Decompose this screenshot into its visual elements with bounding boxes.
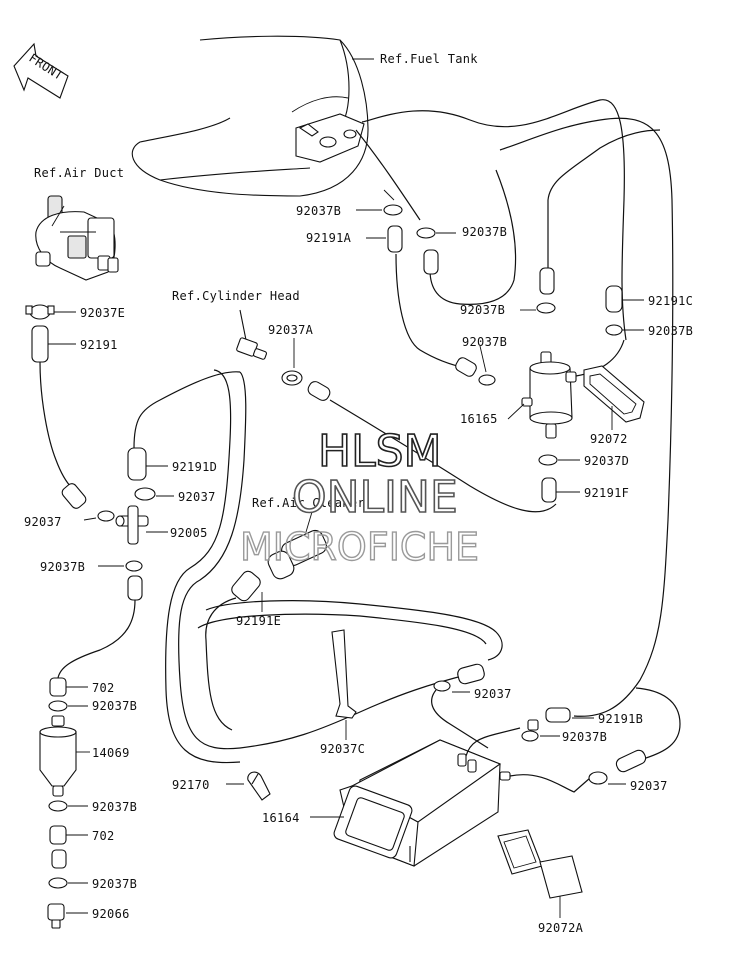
hose-92191f [541, 477, 557, 503]
clip-92170 [247, 771, 271, 801]
part-number-label: 92037B [462, 225, 507, 239]
hose-92191a [387, 225, 403, 253]
hose-92191e [231, 570, 261, 602]
part-number-label: 92037B [462, 335, 507, 349]
part-number-label: 92037B [460, 303, 505, 317]
part-number-label: 92191C [648, 294, 693, 308]
part-number-label: 14069 [92, 746, 130, 760]
part-number-label: 92191B [598, 712, 643, 726]
fitting-92066 [47, 903, 65, 929]
clip-92037-left [97, 510, 115, 522]
part-number-label: 92037 [178, 490, 216, 504]
watermark: HLSM ONLINE MICROFICHE [239, 425, 479, 570]
joint-702-lower [49, 825, 67, 845]
front-arrow-icon: FRONT [13, 42, 69, 99]
part-number-label: 92037E [80, 306, 125, 320]
clip-92037b-3 [536, 302, 556, 314]
ref-cylinder-head-label: Ref.Cylinder Head [172, 289, 300, 303]
part-number-label: 92037B [92, 877, 137, 891]
fuel-filter-16165 [521, 351, 577, 439]
watermark-line3: MICROFICHE [240, 525, 479, 569]
part-number-label: 92037B [40, 560, 85, 574]
air-cleaner-fitting [267, 529, 327, 580]
bracket-92037c [331, 629, 357, 719]
part-number-label: 16164 [262, 811, 300, 825]
part-number-label: 702 [92, 829, 115, 843]
part-number-label: 92191D [172, 460, 217, 474]
clip-92037a [281, 370, 303, 386]
clip-92037b-2 [416, 227, 436, 239]
part-number-label: 92037B [648, 324, 693, 338]
ref-fuel-tank-label: Ref.Fuel Tank [380, 52, 478, 66]
ref-air-cleaner-label: Ref.Air Cleaner [252, 496, 365, 510]
part-number-label: 702 [92, 681, 115, 695]
fuel-tank-outline [131, 35, 369, 197]
part-number-label: 92072 [590, 432, 628, 446]
part-number-label: 92066 [92, 907, 130, 921]
cylinder-head-nipple [236, 309, 267, 360]
hose-92191b [545, 707, 571, 723]
pad-92072a [497, 829, 583, 899]
strap-92072 [583, 365, 645, 423]
hose-92191 [31, 325, 49, 363]
part-number-label: 92037 [24, 515, 62, 529]
clip-92037b-1 [383, 204, 403, 216]
clip-92037d [538, 454, 558, 466]
tee-fitting-92005 [115, 505, 149, 545]
joint-702-upper [49, 677, 67, 697]
clip-92037-right [588, 771, 608, 785]
part-number-label: 92037B [562, 730, 607, 744]
hose-92191d [127, 447, 147, 481]
part-number-label: 92037B [92, 800, 137, 814]
part-number-label: 92037C [320, 742, 365, 756]
part-number-label: 92191 [80, 338, 118, 352]
part-number-label: 16165 [460, 412, 498, 426]
part-number-label: 92191F [584, 486, 629, 500]
clip-92037e [25, 304, 55, 320]
part-number-label: 92037 [474, 687, 512, 701]
watermark-line2: ONLINE [292, 472, 458, 523]
part-number-label: 92072A [538, 921, 584, 935]
part-number-label: 92005 [170, 526, 208, 540]
part-number-label: 92191E [236, 614, 281, 628]
part-number-label: 92037A [268, 323, 314, 337]
ref-air-duct-label: Ref.Air Duct [34, 166, 124, 180]
fuel-filter-14069 [39, 715, 77, 797]
part-number-label: 92037B [296, 204, 341, 218]
air-duct-valve [35, 195, 119, 281]
part-number-label: 92037D [584, 454, 629, 468]
part-label-layer: 92037B 92037B 92191A 92037E 92191 92037B 92191… [24, 204, 693, 935]
hose-92191c [605, 285, 623, 313]
part-number-label: 92170 [172, 778, 210, 792]
part-number-label: 92037B [92, 699, 137, 713]
part-number-label: 92037 [630, 779, 668, 793]
charcoal-canister-16164 [333, 739, 511, 867]
watermark-line1: HLSM [318, 426, 442, 477]
part-number-label: 92191A [306, 231, 352, 245]
